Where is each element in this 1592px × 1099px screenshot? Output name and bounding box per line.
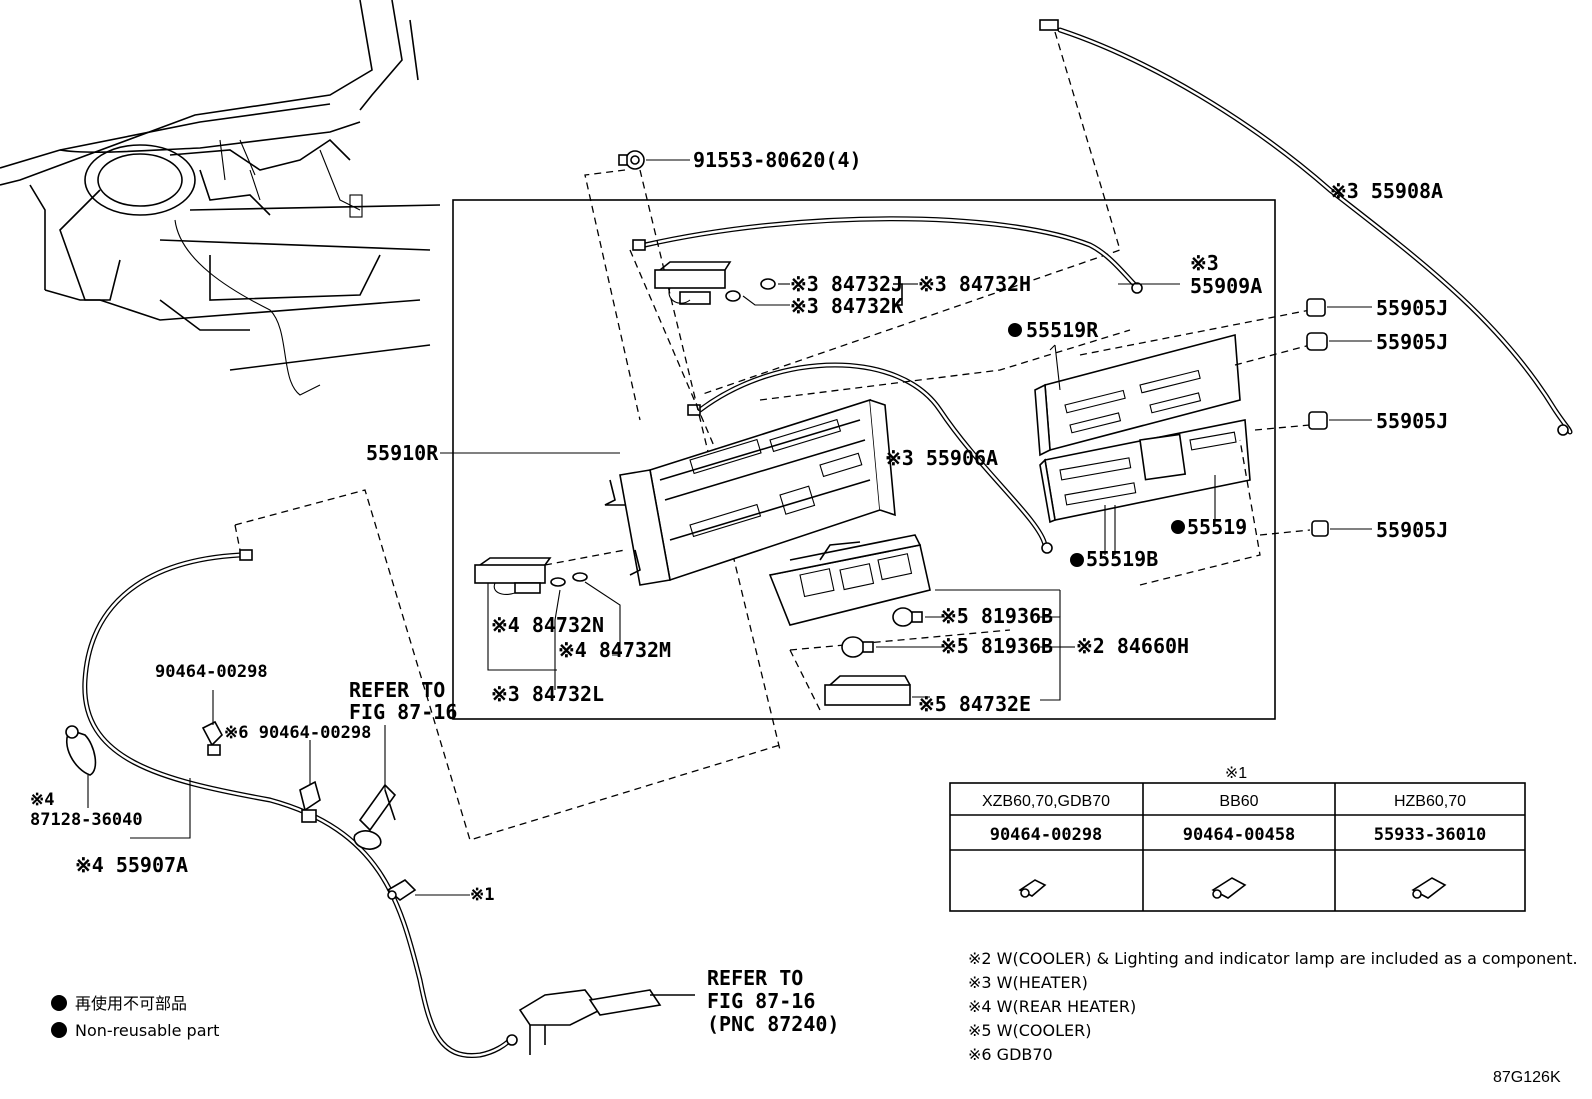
label-switch: ※2 84660H (1076, 634, 1189, 658)
variant-table (949, 782, 1526, 912)
inner-cable (632, 216, 1143, 294)
figure-code: 87G126K (1493, 1069, 1561, 1086)
note-3: ※3 W(HEATER) (968, 973, 1088, 992)
nonreusable-dot-55519b (1070, 553, 1084, 567)
nonreusable-dot-55519r (1008, 323, 1022, 337)
label-bulb-e: ※5 84732E (918, 692, 1031, 716)
label-bulb-k: ※3 84732K (790, 294, 903, 318)
label-bolt: 91553-80620(4) (693, 148, 862, 172)
legend-text-en: Non-reusable part (75, 1021, 219, 1040)
socket-84732e (824, 675, 911, 706)
bracket (353, 783, 397, 850)
table-part-2: 90464-00458 (1183, 825, 1296, 845)
note-4: ※4 W(REAR HEATER) (968, 997, 1136, 1016)
label-refer-1b: FIG 87-16 (349, 700, 457, 724)
label-grommet-note: ※4 (30, 790, 54, 810)
label-cable-a: ※3 55906A (885, 446, 998, 470)
knob-2 (1306, 332, 1328, 351)
label-bulb-h: ※3 84732H (918, 272, 1031, 296)
label-cable-inner: 55909A (1190, 274, 1262, 298)
legend-bullet-jp (51, 995, 67, 1011)
table-part-3: 55933-36010 (1374, 825, 1487, 845)
label-refer-1a: REFER TO (349, 678, 445, 702)
label-cable-inner-note: ※3 (1190, 251, 1219, 275)
label-control-assy: 55910R (366, 441, 439, 465)
bolt-part (618, 150, 645, 170)
table-part-1: 90464-00298 (990, 825, 1103, 845)
table-header-1: XZB60,70,GDB70 (982, 793, 1110, 810)
table-header-3: HZB60,70 (1394, 793, 1466, 810)
cable-55906a (687, 362, 1053, 554)
label-bulb-l: ※3 84732L (491, 682, 604, 706)
label-heater-cable: ※3 55908A (1330, 179, 1443, 203)
note-5: ※5 W(COOLER) (968, 1021, 1091, 1040)
knob-1 (1306, 298, 1326, 317)
label-bulb-81936b-2: ※5 81936B (940, 634, 1053, 658)
bulb-socket-set-left (474, 557, 588, 596)
label-knob-2: 55905J (1376, 330, 1448, 354)
label-knob-1: 55905J (1376, 296, 1448, 320)
label-grommet: 87128-36040 (30, 810, 143, 830)
table-clip-icon-2 (1211, 877, 1247, 899)
clamp-upper (201, 720, 223, 756)
legend-bullet-en (51, 1022, 67, 1038)
label-refer-2a: REFER TO (707, 966, 803, 990)
clip-part (386, 878, 417, 901)
label-clip-ref: ※1 (470, 885, 494, 905)
nonreusable-dot-55519 (1171, 520, 1185, 534)
table-header-2: BB60 (1219, 793, 1258, 810)
label-refer-2c: (PNC 87240) (707, 1012, 839, 1036)
label-bulb-j: ※3 84732J (790, 272, 903, 296)
note-2: ※2 W(COOLER) & Lighting and indicator la… (968, 949, 1578, 968)
label-knob-3: 55905J (1376, 409, 1448, 433)
label-knob-4: 55905J (1376, 518, 1448, 542)
label-panel: 55519 (1187, 515, 1247, 539)
table-clip-icon-3 (1411, 877, 1447, 899)
label-panel-b: 55519B (1086, 547, 1158, 571)
heater-control-cable (1039, 19, 1573, 436)
switch-assembly (768, 534, 931, 626)
bulb-81936b-lower (841, 636, 874, 658)
bulb-socket-set-top (654, 261, 776, 305)
heater-control-unit (604, 398, 896, 586)
rear-heater-cable (82, 549, 518, 1059)
panel-55519 (1039, 419, 1251, 524)
legend-text-jp: 再使用不可部品 (75, 994, 187, 1013)
label-clamp-6: ※6 90464-00298 (224, 723, 371, 743)
label-rear-cable: ※4 55907A (75, 853, 188, 877)
dashboard-illustration (0, 0, 441, 396)
label-bulb-m: ※4 84732M (558, 638, 671, 662)
panel-55519r (1034, 333, 1241, 457)
table-clip-icon-1 (1018, 879, 1047, 898)
knob-4 (1311, 520, 1329, 537)
knob-3 (1308, 411, 1328, 430)
note-6: ※6 GDB70 (968, 1045, 1053, 1064)
bulb-81936b-upper (892, 607, 923, 627)
label-bulb-81936b-1: ※5 81936B (940, 604, 1053, 628)
clamp-gdb70 (299, 780, 321, 823)
heater-lever (518, 989, 695, 1055)
label-refer-2b: FIG 87-16 (707, 989, 815, 1013)
table-title: ※1 (1225, 765, 1247, 782)
label-clamp-top: 90464-00298 (155, 662, 268, 682)
label-bulb-n: ※4 84732N (491, 613, 604, 637)
label-panel-r: 55519R (1026, 318, 1099, 342)
assembly-frame (452, 199, 1276, 720)
grommet (65, 725, 97, 776)
